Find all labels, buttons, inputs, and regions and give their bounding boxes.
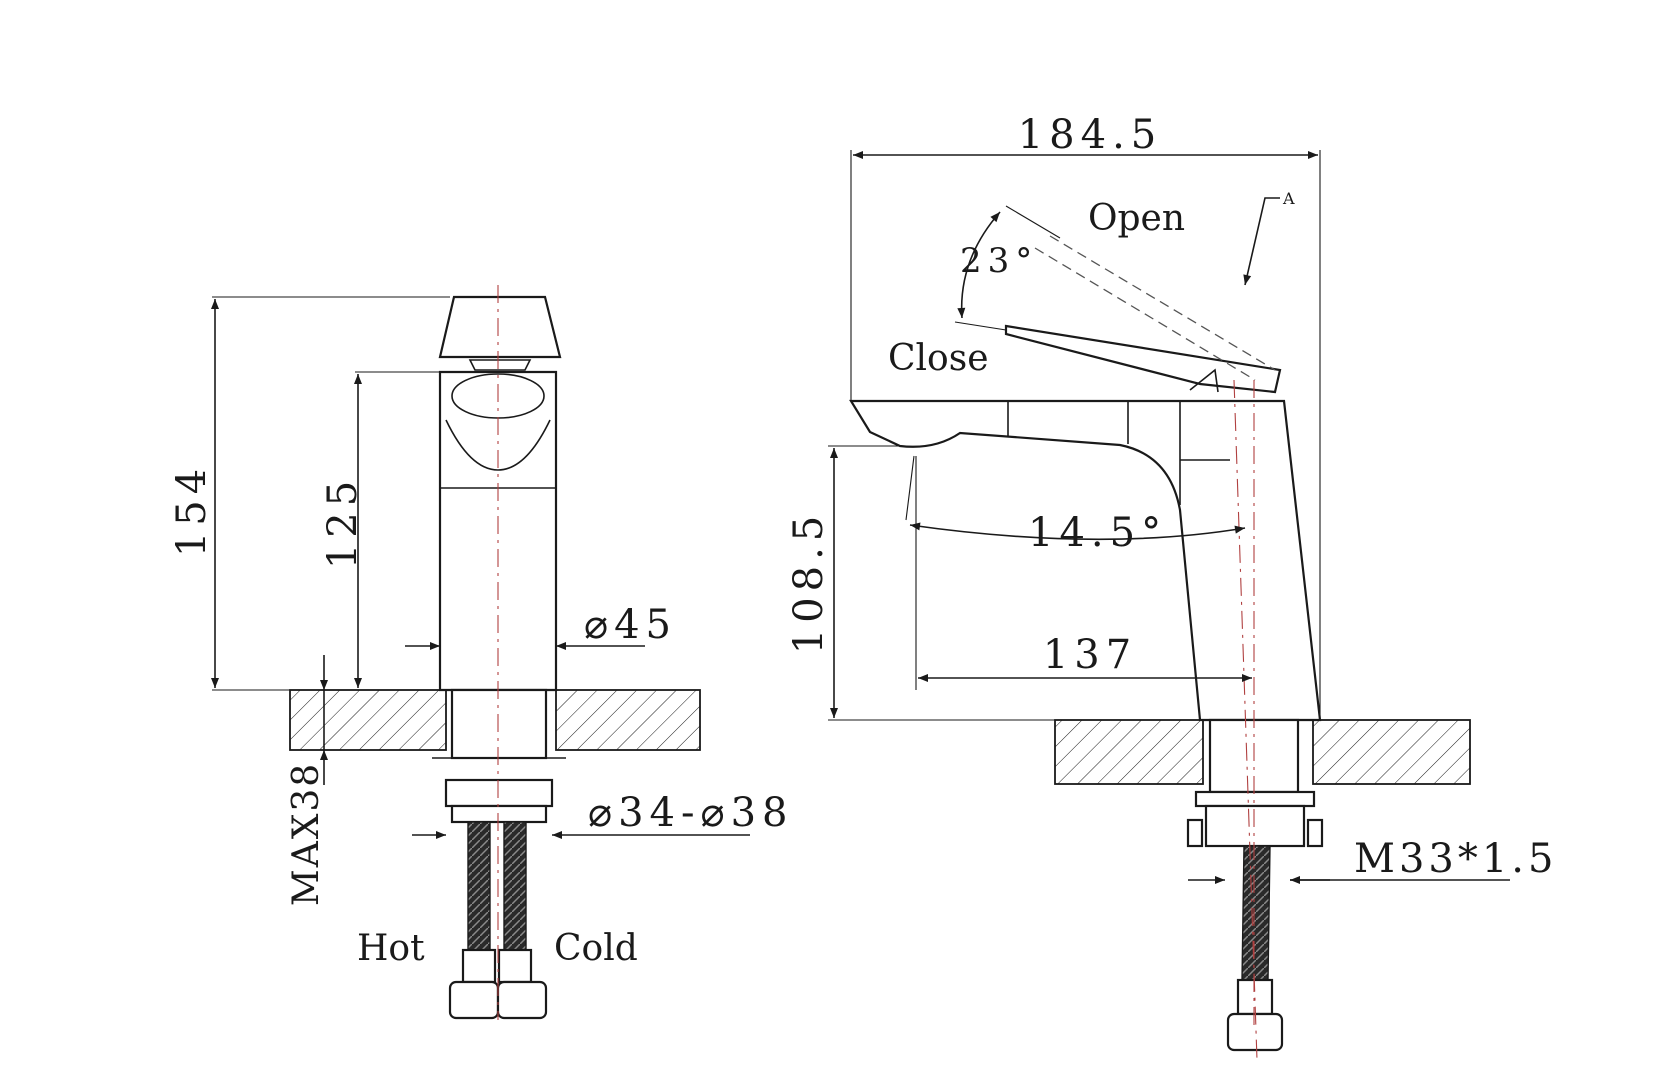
dim-spout-height: 108.5 xyxy=(786,510,832,655)
side-nut xyxy=(1226,1012,1284,1052)
label-cold: Cold xyxy=(554,928,638,969)
dim-arc-14-5 xyxy=(909,522,1246,541)
dim-body-diameter: ⌀45 xyxy=(584,602,677,648)
dim-overall-length: 184.5 xyxy=(1018,112,1163,158)
label-open: Open xyxy=(1088,198,1185,239)
side-hose xyxy=(1241,845,1271,981)
label-hot: Hot xyxy=(357,928,425,969)
side-view: 184.5 A Open Close 23° 108.5 14.5° 137 M… xyxy=(786,112,1557,1061)
front-handle xyxy=(438,295,562,359)
side-countertop-right xyxy=(1312,719,1471,785)
dim-max-deck: MAX38 xyxy=(286,762,327,906)
side-handle-open-ghost xyxy=(1049,235,1276,371)
hot-nut xyxy=(448,980,500,1020)
front-countertop-left xyxy=(289,689,447,751)
side-spout xyxy=(849,399,1322,722)
dim-body-height: 125 xyxy=(320,475,366,569)
front-view: 154 125 ⌀45 MAX38 ⌀34-⌀38 Hot Cold xyxy=(169,285,793,1020)
dim-spout-angle: 14.5° xyxy=(1028,510,1167,556)
label-close: Close xyxy=(888,338,989,379)
front-countertop-right xyxy=(555,689,701,751)
dim-spout-reach: 137 xyxy=(1043,632,1137,678)
cold-hose xyxy=(503,821,527,951)
dim-total-height: 154 xyxy=(169,463,215,557)
section-marker-a: A xyxy=(1282,189,1295,208)
dim-hole-diameter: ⌀34-⌀38 xyxy=(588,790,793,836)
dim-handle-angle: 23° xyxy=(960,241,1038,281)
dim-thread: M33*1.5 xyxy=(1354,836,1557,882)
side-countertop-left xyxy=(1054,719,1204,785)
hot-hose xyxy=(467,821,491,951)
side-handle xyxy=(1004,324,1282,394)
cold-nut xyxy=(496,980,548,1020)
dim-arc-23 xyxy=(957,211,1001,319)
